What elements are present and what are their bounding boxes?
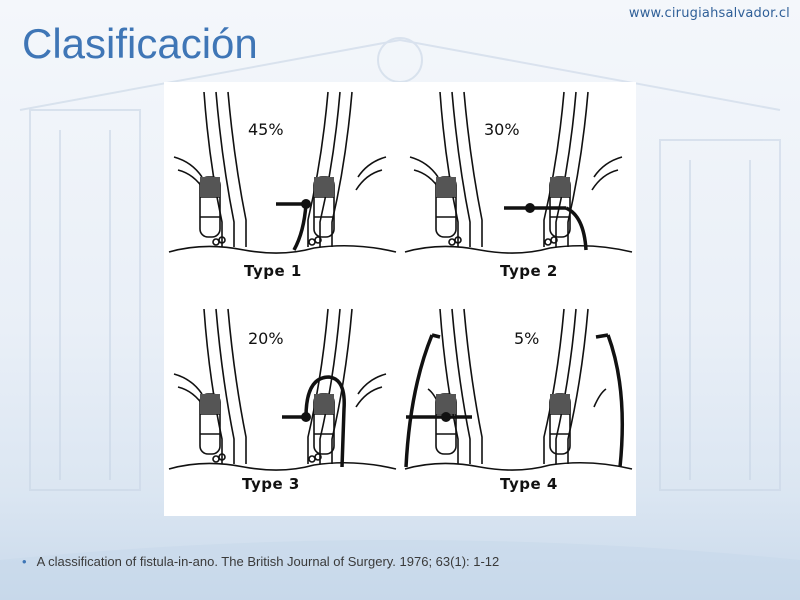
citation: • A classification of fistula-in-ano. The…	[22, 554, 499, 569]
percent-label: 45%	[248, 120, 284, 139]
panel-type-1: 45% Type 1	[164, 82, 400, 299]
type-1-diagram	[168, 91, 397, 254]
type-label: Type 3	[242, 475, 300, 493]
slide-title: Clasificación	[22, 20, 258, 67]
fistula-classification-figure: 45% Type 1	[164, 82, 636, 516]
panel-type-3: 20% Type 3	[164, 299, 400, 516]
type-label: Type 2	[500, 262, 558, 280]
type-label: Type 4	[500, 475, 558, 493]
type-2-diagram	[404, 91, 633, 254]
bullet-icon: •	[22, 554, 27, 569]
type-4-diagram	[404, 308, 633, 471]
type-label: Type 1	[244, 262, 302, 280]
citation-text: A classification of fistula-in-ano. The …	[36, 554, 500, 569]
percent-label: 30%	[484, 120, 520, 139]
percent-label: 20%	[248, 329, 284, 348]
website-url: www.cirugiahsalvador.cl	[628, 6, 790, 21]
panel-type-4: 5% Type 4	[400, 299, 636, 516]
type-3-diagram	[168, 308, 397, 471]
percent-label: 5%	[514, 329, 540, 348]
panel-type-2: 30% Type 2	[400, 82, 636, 299]
